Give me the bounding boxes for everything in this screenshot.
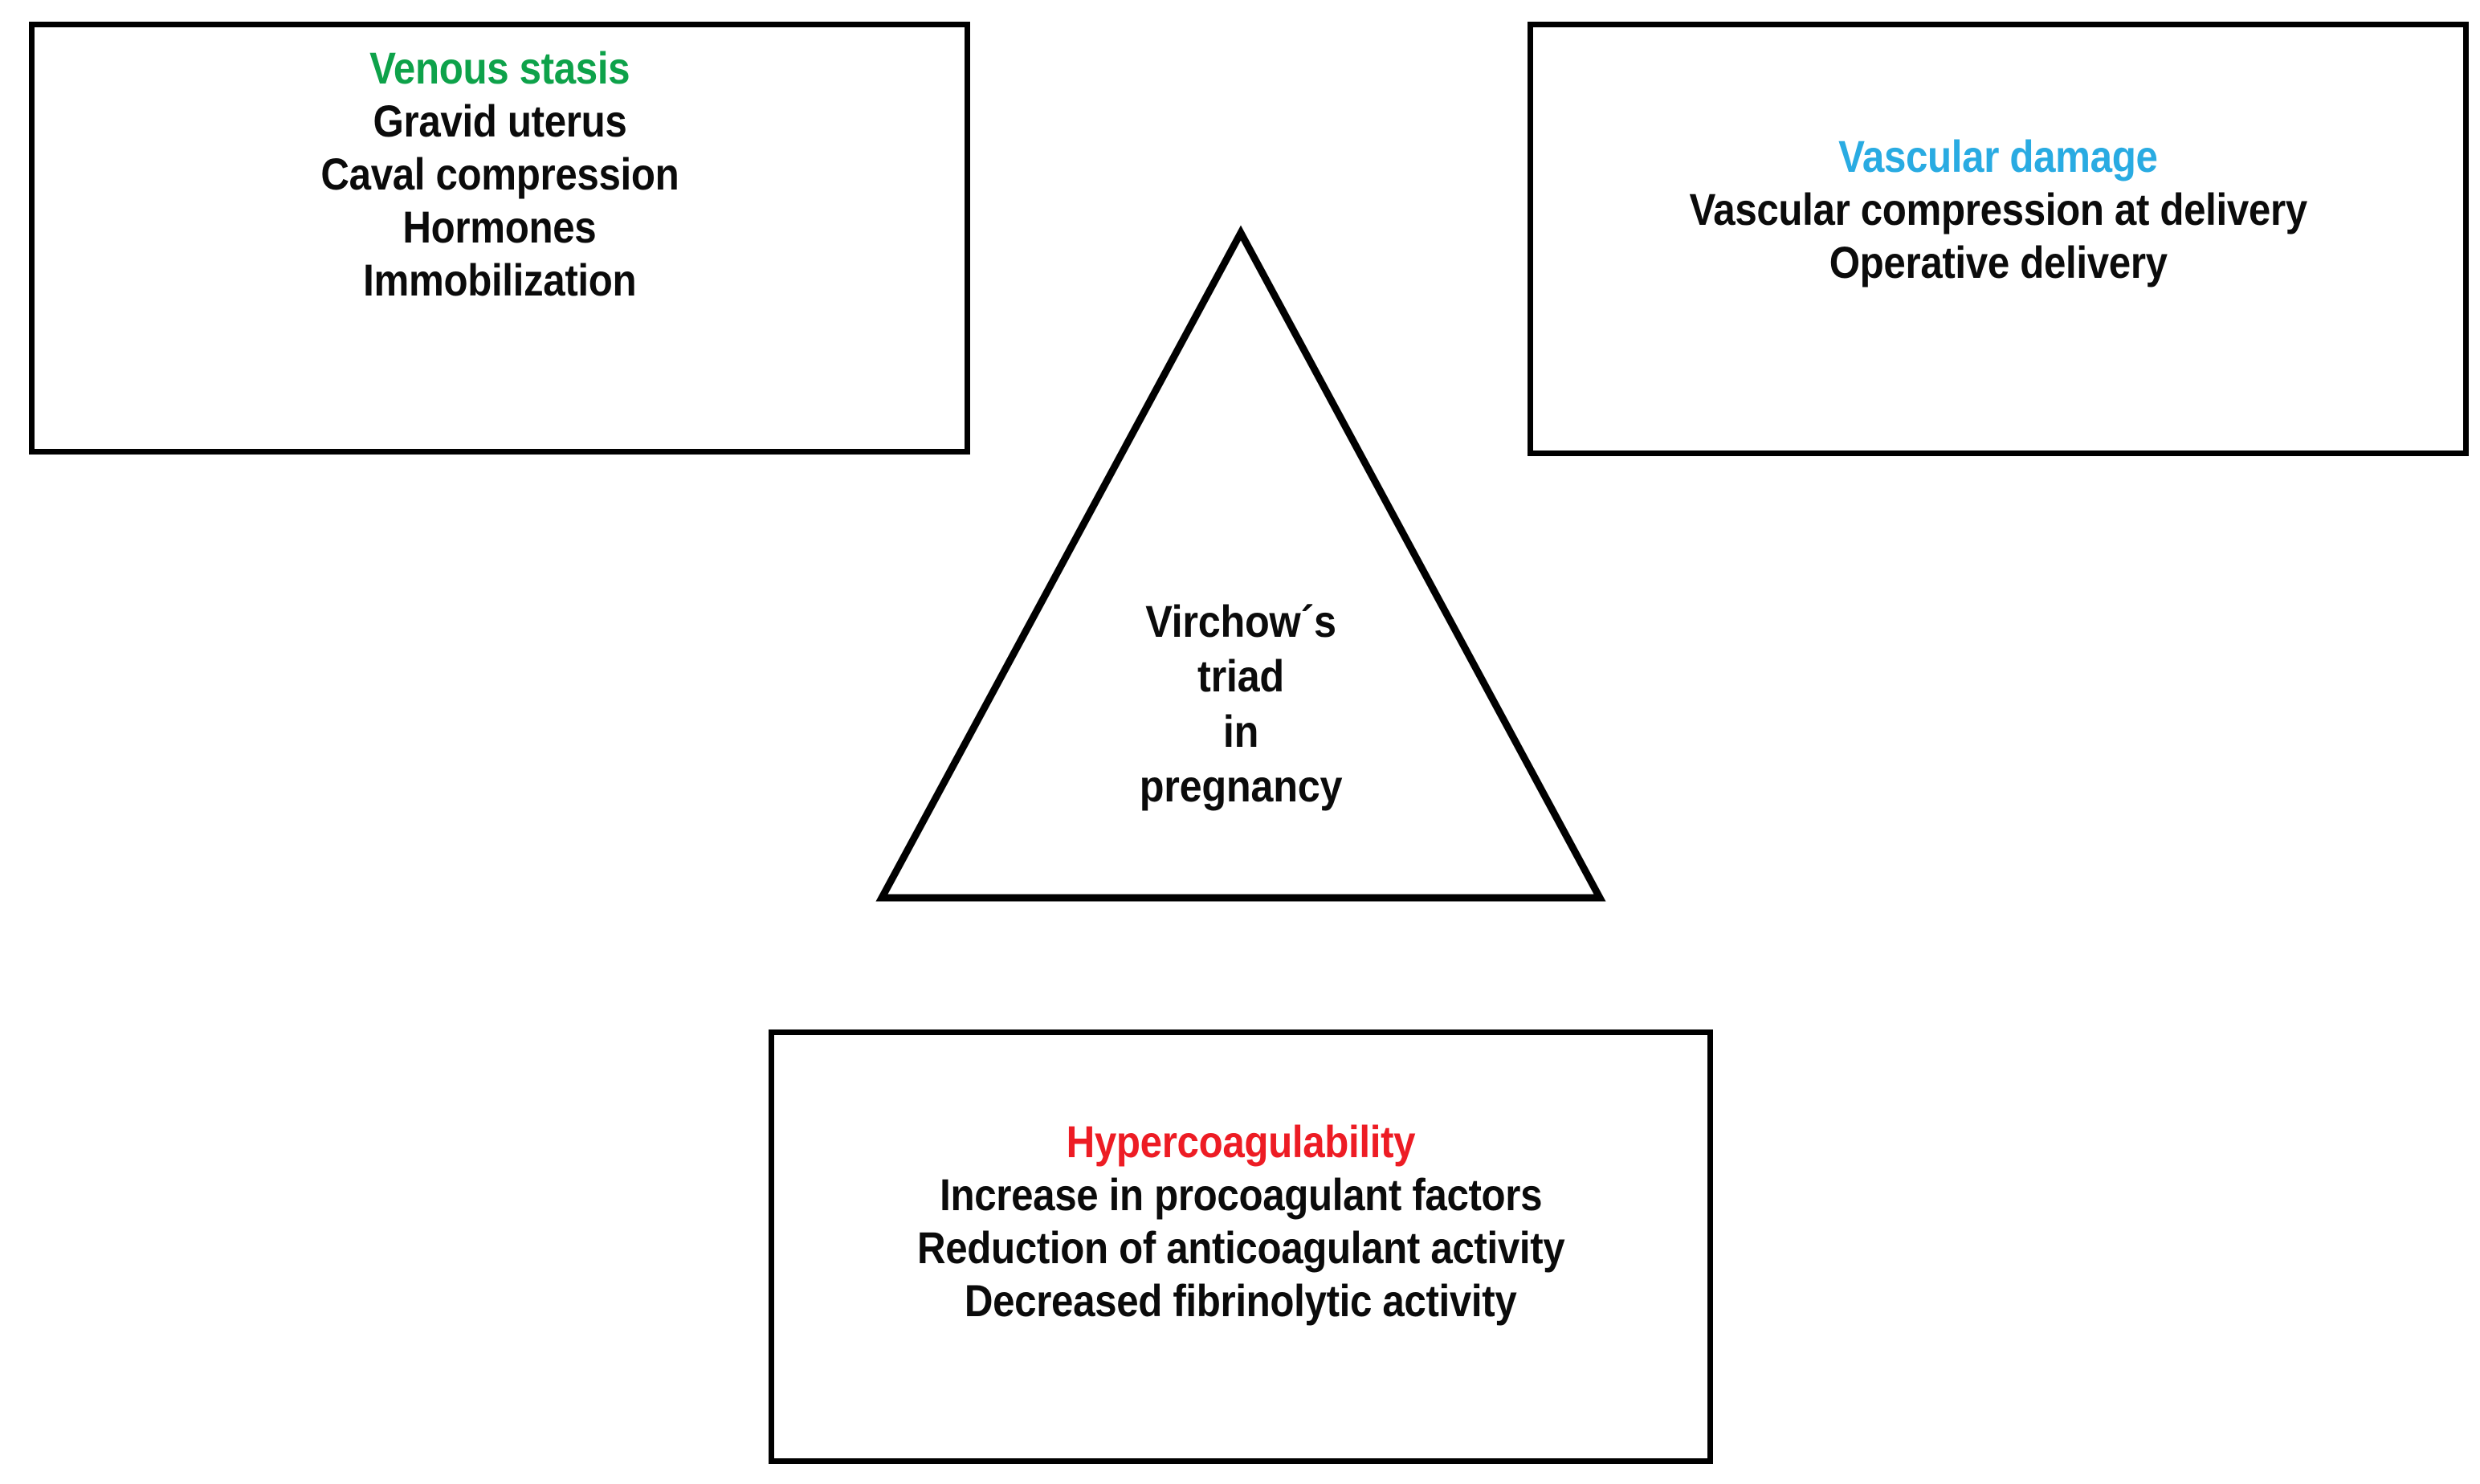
panel-hypercoagulability-heading: Hypercoagulability — [1066, 1116, 1416, 1167]
panel-hypercoagulability-item-2: Decreased fibrinolytic activity — [965, 1275, 1517, 1327]
panel-vascular-damage: Vascular damage Vascular compression at … — [1528, 22, 2469, 456]
triad-caption-line-2: in — [1222, 705, 1259, 756]
triad-caption-line-3: pregnancy — [1139, 760, 1343, 811]
panel-vascular-damage-item-0: Vascular compression at delivery — [1689, 184, 2307, 235]
panel-venous-stasis-item-2: Hormones — [402, 202, 597, 253]
panel-venous-stasis-item-3: Immobilization — [362, 255, 637, 306]
panel-venous-stasis-heading: Venous stasis — [369, 43, 630, 93]
panel-venous-stasis-item-1: Caval compression — [320, 149, 679, 200]
panel-vascular-damage-item-1: Operative delivery — [1829, 237, 2168, 288]
panel-hypercoagulability: Hypercoagulability Increase in procoagul… — [769, 1029, 1713, 1464]
panel-venous-stasis: Venous stasis Gravid uterus Caval compre… — [29, 22, 970, 455]
triad-caption-line-1: triad — [1197, 650, 1284, 702]
panel-hypercoagulability-item-0: Increase in procoagulant factors — [939, 1169, 1543, 1221]
panel-vascular-damage-heading: Vascular damage — [1838, 131, 2158, 181]
panel-venous-stasis-item-0: Gravid uterus — [373, 96, 626, 147]
triad-caption-line-0: Virchow´s — [1145, 596, 1336, 646]
triad-caption: Virchow´s triad in pregnancy — [1040, 594, 1442, 813]
panel-hypercoagulability-item-1: Reduction of anticoagulant activity — [916, 1222, 1565, 1274]
